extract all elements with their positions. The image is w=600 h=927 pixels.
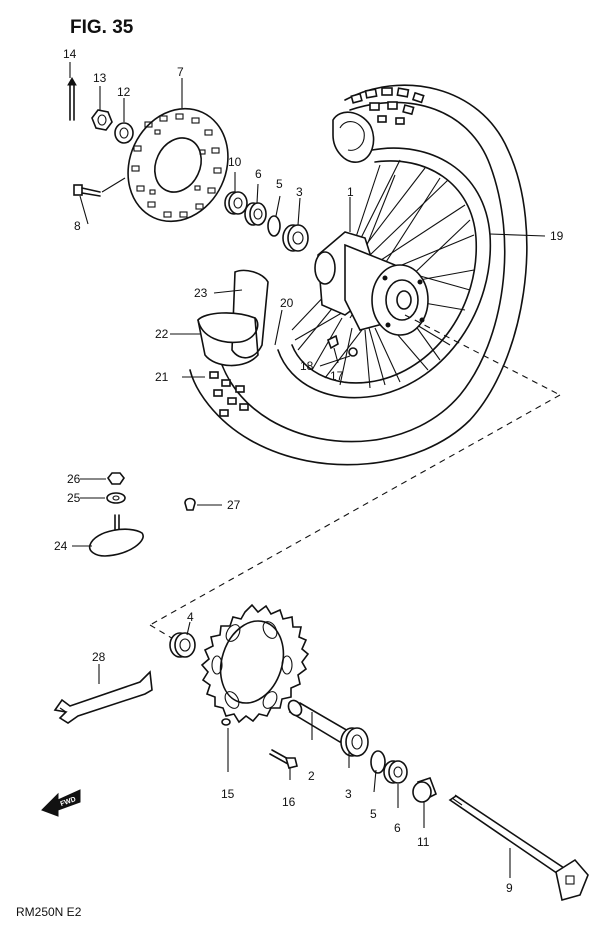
part-label-5-lower: 5: [370, 807, 377, 821]
wrench-28: [53, 670, 153, 724]
part-label-3-lower: 3: [345, 787, 352, 801]
part-label-8: 8: [74, 219, 81, 233]
part-label-1: 1: [347, 185, 354, 199]
part-label-6-upper: 6: [255, 167, 262, 181]
circlip-5-lower: [370, 750, 386, 774]
spacer-10: [224, 191, 248, 215]
spacer-11: [412, 776, 438, 803]
nut-26: [107, 472, 125, 485]
seal-6-upper: [244, 202, 267, 226]
circlip-5-upper: [267, 215, 281, 237]
part-label-11: 11: [417, 835, 430, 849]
part-label-13: 13: [93, 71, 107, 85]
wheel-assembly: [189, 84, 528, 466]
figure-title: FIG. 35: [70, 17, 134, 38]
sprocket: [200, 603, 310, 726]
model-code: RM250N E2: [16, 905, 82, 919]
part-label-28: 28: [92, 650, 106, 664]
valve-cap-27: [184, 497, 196, 511]
part-label-10: 10: [228, 155, 242, 169]
spacer-2: [287, 699, 352, 744]
bearing-3-lower: [340, 727, 369, 757]
part-label-3-upper: 3: [296, 185, 303, 199]
sprocket-bolt-16: [269, 749, 298, 769]
nut-13: [91, 109, 113, 131]
part-label-7: 7: [177, 65, 184, 79]
part-label-23: 23: [194, 286, 208, 300]
part-labels: 1 2 3 3 4 5 5 6 6 7 8 9 10 11 12 13 14 1…: [54, 47, 564, 895]
part-label-25: 25: [67, 491, 81, 505]
washer-25: [106, 492, 126, 504]
bolt-8: [73, 184, 101, 197]
part-label-12: 12: [117, 85, 131, 99]
part-label-16: 16: [282, 795, 296, 809]
part-label-5-upper: 5: [276, 177, 283, 191]
bearing-3-upper: [282, 224, 309, 252]
nipple-nut: [348, 347, 358, 357]
spoke-nipple: [326, 334, 339, 350]
disc-bolt-14: [67, 76, 77, 121]
fwd-arrow-icon: FWD: [41, 789, 81, 817]
seal-6-lower: [383, 760, 408, 784]
leader-lines: [69, 62, 546, 878]
tire: [189, 84, 528, 466]
brake-disc: [127, 107, 229, 223]
rim: [277, 147, 492, 399]
part-label-9: 9: [506, 881, 513, 895]
assembly-dash-lines: [149, 314, 561, 641]
tread-blocks: [209, 87, 425, 417]
part-label-18: 18: [300, 359, 314, 373]
part-label-2: 2: [308, 769, 315, 783]
washer-12: [114, 122, 134, 144]
part-label-19: 19: [550, 229, 564, 243]
rim-lock-24: [88, 514, 144, 557]
part-label-26: 26: [67, 472, 81, 486]
hub: [314, 231, 429, 336]
part-label-24: 24: [54, 539, 68, 553]
part-label-22: 22: [155, 327, 169, 341]
part-label-27: 27: [227, 498, 241, 512]
part-label-20: 20: [280, 296, 294, 310]
axle-9: [448, 794, 589, 901]
part-label-14: 14: [63, 47, 77, 61]
bearing-4: [169, 632, 196, 658]
part-label-15: 15: [221, 787, 235, 801]
part-label-6-lower: 6: [394, 821, 401, 835]
part-label-21: 21: [155, 370, 169, 384]
inner-tube: [197, 269, 269, 367]
part-label-4: 4: [187, 610, 194, 624]
part-label-17: 17: [330, 369, 344, 383]
